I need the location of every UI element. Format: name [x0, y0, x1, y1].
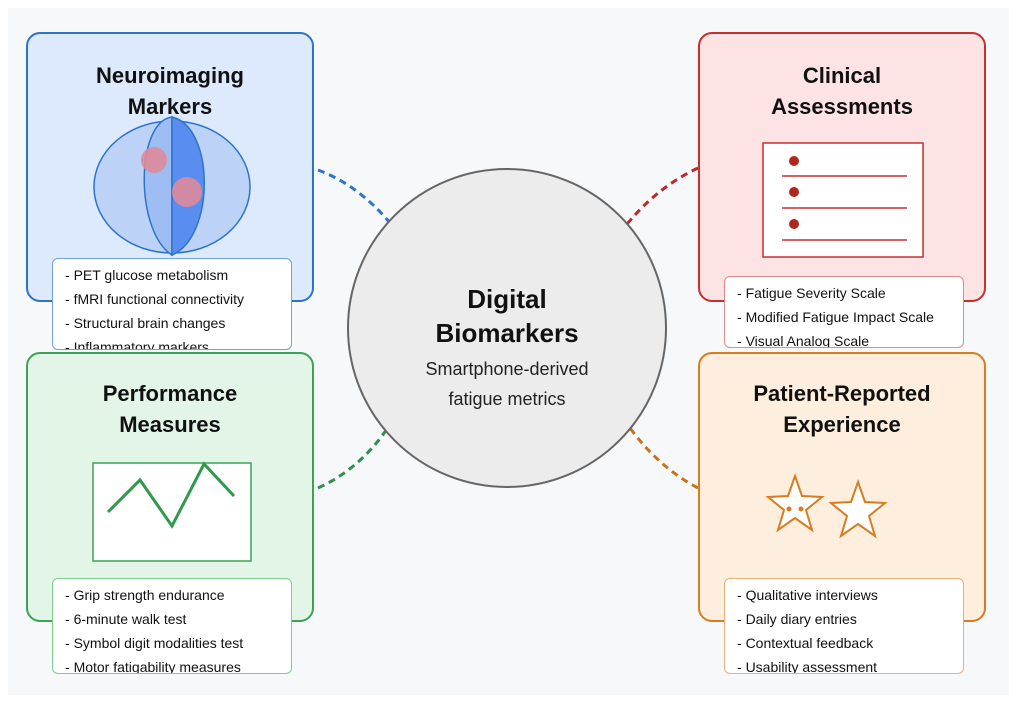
patient-title-line2: Experience	[783, 412, 901, 437]
list-item: Visual Analog Scale	[737, 329, 963, 347]
brain-scan-icon	[93, 116, 251, 257]
checklist-icon	[762, 142, 924, 258]
list-item: 6-minute walk test	[65, 607, 291, 631]
list-item: Qualitative interviews	[737, 583, 963, 607]
list-item: Motor fatigability measures	[65, 655, 291, 673]
center-subtitle-line1: Smartphone-derived	[425, 359, 589, 379]
neuroimaging-list: PET glucose metabolism fMRI functional c…	[52, 258, 292, 350]
neuroimaging-title-line1: Neuroimaging	[96, 63, 244, 88]
performance-title-line1: Performance	[102, 381, 238, 406]
neuroimaging-panel: Neuroimaging Markers	[26, 32, 314, 302]
patient-panel: Patient-Reported Experience	[698, 352, 986, 622]
clinical-title-line2: Assessments	[771, 94, 913, 119]
star-rating-icon	[765, 472, 888, 539]
list-item: Inflammatory markers	[65, 335, 291, 349]
patient-title-line1: Patient-Reported	[753, 381, 931, 406]
list-item: Modified Fatigue Impact Scale	[737, 305, 963, 329]
list-item: Fatigue Severity Scale	[737, 281, 963, 305]
clinical-list: Fatigue Severity Scale Modified Fatigue …	[724, 276, 964, 348]
performance-title: Performance Measures	[28, 378, 312, 440]
center-title-line1: Digital	[467, 284, 547, 314]
patient-title: Patient-Reported Experience	[700, 378, 984, 440]
center-hub: Digital Biomarkers Smartphone-derived fa…	[347, 168, 667, 488]
center-subtitle: Smartphone-derived fatigue metrics	[349, 354, 665, 414]
list-item: Structural brain changes	[65, 311, 291, 335]
center-subtitle-line2: fatigue metrics	[448, 389, 566, 409]
center-title: Digital Biomarkers	[349, 282, 665, 350]
center-title-line2: Biomarkers	[435, 318, 579, 348]
list-item: Usability assessment	[737, 655, 963, 673]
list-item: Grip strength endurance	[65, 583, 291, 607]
clinical-title: Clinical Assessments	[700, 60, 984, 122]
list-item: fMRI functional connectivity	[65, 287, 291, 311]
list-item: Symbol digit modalities test	[65, 631, 291, 655]
performance-list: Grip strength endurance 6-minute walk te…	[52, 578, 292, 674]
clinical-title-line1: Clinical	[802, 63, 882, 88]
patient-list: Qualitative interviews Daily diary entri…	[724, 578, 964, 674]
neuroimaging-title: Neuroimaging Markers	[28, 60, 312, 122]
list-item: Daily diary entries	[737, 607, 963, 631]
neuroimaging-title-line2: Markers	[127, 94, 213, 119]
line-chart-icon	[92, 461, 252, 562]
list-item: Contextual feedback	[737, 631, 963, 655]
performance-title-line2: Measures	[119, 412, 221, 437]
list-item: PET glucose metabolism	[65, 263, 291, 287]
